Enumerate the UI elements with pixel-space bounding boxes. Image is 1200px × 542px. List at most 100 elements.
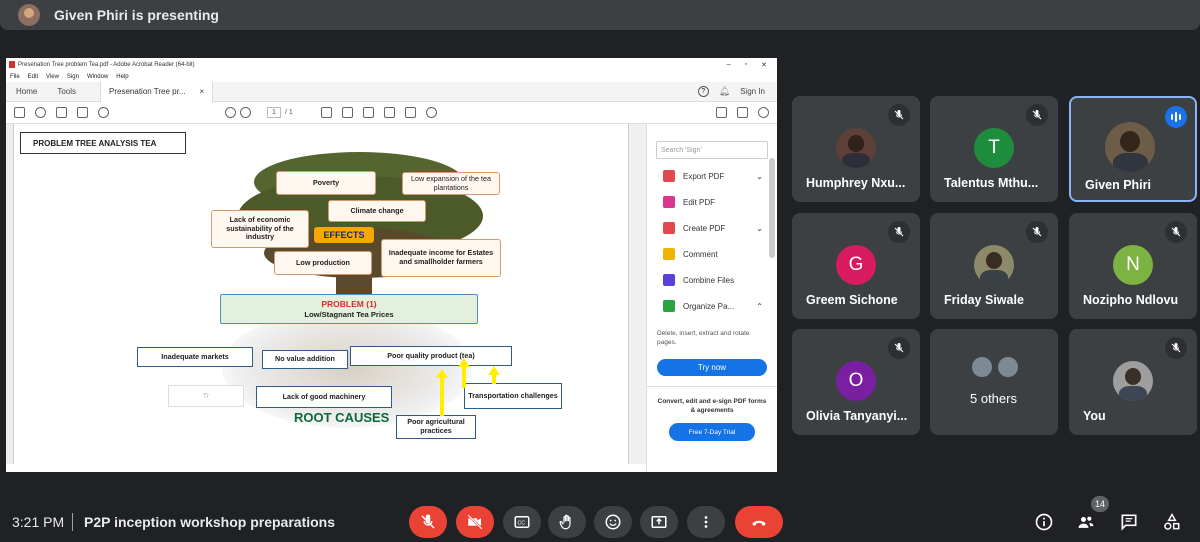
menu-sign[interactable]: Sign — [66, 73, 79, 80]
rotate-icon[interactable] — [425, 107, 437, 118]
mic-off-icon — [888, 337, 910, 359]
comment-tool-icon[interactable] — [320, 107, 332, 118]
leave-call-button[interactable] — [735, 506, 783, 538]
mic-off-icon — [888, 104, 910, 126]
tab-home[interactable]: Home — [16, 87, 38, 96]
cause-faint-box: Tr — [168, 385, 244, 407]
panel-description: Delete, insert, extract and rotate pages… — [657, 330, 750, 347]
free-trial-button[interactable]: Free 7-Day Trial — [669, 423, 755, 442]
hang-up-icon — [752, 520, 766, 526]
participant-name: 5 others — [970, 391, 1017, 406]
avatar: N — [1113, 245, 1153, 285]
sign-in-link[interactable]: Sign In — [740, 87, 765, 96]
slide-title: PROBLEM TREE ANALYSIS TEA — [20, 132, 186, 154]
chevron-icon[interactable]: ⌄ — [756, 223, 763, 233]
page-down-icon[interactable] — [240, 107, 251, 118]
shared-screen[interactable]: Presenation Tree problem Tea.pdf - Adobe… — [6, 58, 777, 472]
help-icon[interactable]: ? — [697, 86, 709, 97]
avatar — [1113, 361, 1153, 401]
participant-name: Given Phiri — [1085, 178, 1151, 192]
reactions-button[interactable] — [594, 506, 632, 538]
avatar: T — [974, 128, 1014, 168]
chat-button[interactable] — [1117, 510, 1141, 534]
presenting-label: Given Phiri is presenting — [54, 7, 219, 23]
camera-toggle-button[interactable] — [456, 506, 494, 538]
minimize-icon[interactable]: – — [726, 60, 731, 68]
menu-window[interactable]: Window — [86, 73, 109, 80]
stamp-icon[interactable] — [383, 107, 395, 118]
delete-icon[interactable] — [404, 107, 416, 118]
mic-toggle-button[interactable] — [409, 506, 447, 538]
document-icon[interactable] — [56, 107, 67, 118]
upload-icon[interactable] — [35, 107, 46, 118]
combine-files-icon — [663, 274, 675, 286]
participant-tile[interactable]: Humphrey Nxu... — [792, 96, 920, 202]
acrobat-tab-bar: Home Tools Presenation Tree pr... × ? 🔔︎… — [6, 81, 777, 102]
participant-tile[interactable]: You — [1069, 329, 1197, 435]
participant-tile[interactable]: Given Phiri — [1069, 96, 1197, 202]
tool-item-export-pdf[interactable]: Export PDF⌄ — [647, 163, 777, 189]
print-icon[interactable] — [77, 107, 88, 118]
highlight-icon[interactable] — [341, 107, 353, 118]
tool-item-edit-pdf[interactable]: Edit PDF — [647, 189, 777, 215]
cause-no-value-addition: No value addition — [262, 350, 348, 369]
menu-help[interactable]: Help — [116, 73, 129, 80]
participant-tile[interactable]: 5 others — [930, 329, 1058, 435]
tool-item-comment[interactable]: Comment — [647, 241, 777, 267]
draw-icon[interactable] — [362, 107, 374, 118]
menu-edit[interactable]: Edit — [27, 73, 39, 80]
tool-item-organize-pa[interactable]: Organize Pa... ⌃ — [647, 293, 777, 319]
tab-close-icon[interactable]: × — [199, 87, 205, 96]
presenting-bar: Given Phiri is presenting — [0, 0, 1200, 30]
export-pdf-icon — [663, 170, 675, 182]
close-icon[interactable]: ✕ — [761, 61, 767, 69]
chevron-icon[interactable]: ⌃ — [756, 301, 763, 311]
captions-icon: CC — [514, 516, 530, 528]
avatar — [970, 355, 994, 379]
raise-hand-button[interactable] — [548, 506, 586, 538]
mic-off-icon — [1165, 221, 1187, 243]
present-screen-button[interactable] — [640, 506, 678, 538]
share-icon[interactable] — [758, 107, 769, 118]
cause-poor-practices: Poor agricultural practices — [396, 415, 476, 439]
right-pane-splitter[interactable] — [628, 124, 646, 464]
try-now-button[interactable]: Try now — [657, 359, 767, 377]
panel-divider — [647, 386, 777, 388]
save-icon[interactable] — [14, 107, 25, 118]
activities-icon — [1164, 512, 1180, 530]
page-up-icon[interactable] — [225, 107, 236, 118]
maximize-icon[interactable]: ▫ — [744, 60, 748, 68]
tool-item-combine-files[interactable]: Combine Files — [647, 267, 777, 293]
tab-document[interactable]: Presenation Tree pr... × — [100, 81, 214, 102]
tool-item-label: Organize Pa... — [683, 301, 735, 311]
bell-icon[interactable]: 🔔︎ — [718, 86, 731, 96]
people-button[interactable] — [1074, 510, 1098, 534]
menu-file[interactable]: File — [10, 73, 20, 80]
fill-sign-icon[interactable] — [716, 107, 727, 118]
tool-item-create-pdf[interactable]: Create PDF⌄ — [647, 215, 777, 241]
meeting-info-button[interactable] — [1032, 510, 1056, 534]
search-sign-input[interactable]: Search 'Sign' — [656, 141, 768, 159]
avatar-photo — [986, 252, 1002, 269]
left-pane-splitter[interactable] — [6, 124, 14, 464]
email-icon[interactable] — [737, 107, 748, 118]
mic-off-icon — [1165, 337, 1187, 359]
meeting-title: P2P inception workshop preparations — [84, 514, 336, 530]
captions-button[interactable]: CC — [503, 506, 541, 538]
panel-scrollbar[interactable] — [769, 158, 775, 258]
tab-tools[interactable]: Tools — [57, 87, 77, 96]
participant-tile[interactable]: Friday Siwale — [930, 213, 1058, 319]
menu-view[interactable]: View — [46, 73, 59, 80]
activities-button[interactable] — [1160, 510, 1184, 534]
chevron-icon[interactable]: ⌄ — [756, 171, 763, 181]
more-options-button[interactable] — [687, 506, 725, 538]
page-number-input[interactable]: 1 — [267, 107, 281, 118]
avatar — [836, 128, 876, 168]
acrobat-menu-bar: File Edit View Sign Window Help — [6, 71, 777, 82]
search-icon[interactable] — [98, 107, 109, 118]
arrow-shaft-1 — [440, 378, 444, 416]
